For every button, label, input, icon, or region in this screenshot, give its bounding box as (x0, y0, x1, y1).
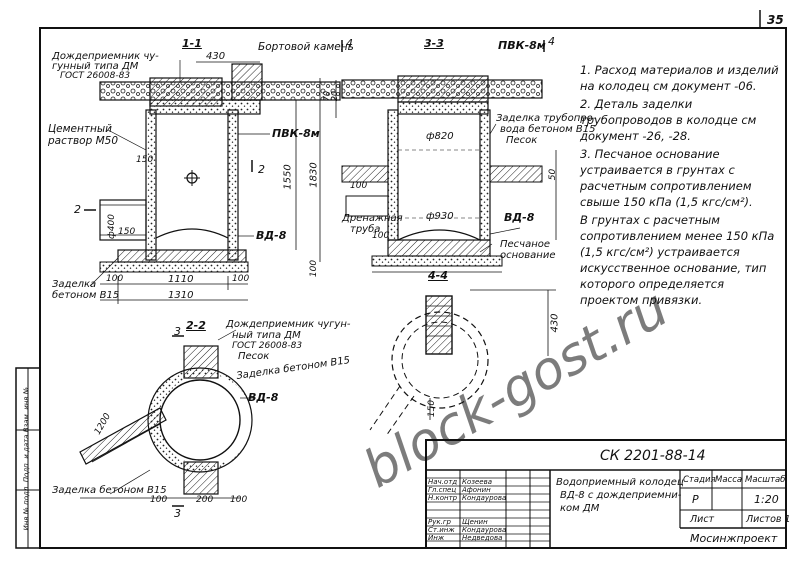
doc-title-1: Водоприемный колодец (556, 477, 684, 488)
dim-150: 150 (118, 227, 136, 237)
label-drain-2: труба (350, 224, 381, 235)
side-stamp-text: Инв.№ подл. Подп. и дата Взам. инв.№ (22, 386, 31, 531)
section-3-3 (341, 40, 557, 273)
cut-mark: 4 (548, 35, 555, 48)
cut-mark: 2 (258, 163, 265, 176)
label-drain-1: Дренажная (342, 213, 403, 224)
dim-100: 100 (232, 274, 250, 284)
dim-430: 430 (206, 51, 226, 62)
dim-200: 200 (196, 495, 214, 505)
note-item: 3. Песчаное основание устраивается в гру… (580, 147, 753, 209)
signer-name: Кондаурова (462, 526, 507, 534)
signer-role: Гл.спец (428, 486, 457, 494)
stamp-sheets: Листов 1 (746, 514, 791, 525)
dim-150: 150 (136, 155, 154, 165)
dim-ф930: ф930 (426, 211, 454, 222)
stamp-header-stage: Стадия (683, 475, 716, 485)
stamp-header-mass: Масса (715, 475, 743, 485)
label-sand-base-2: основание (500, 250, 556, 261)
dim-1310: 1310 (168, 290, 194, 301)
note-item: 2. Деталь заделки трубопроводов в колодц… (580, 97, 757, 143)
doc-code: СК 2201-88-14 (600, 448, 706, 464)
doc-title-3: ком ДМ (560, 503, 600, 514)
label-sand-base-1: Песчаное (500, 239, 551, 250)
section-2-2 (79, 329, 256, 507)
stamp-header-scale: Масштаб (745, 475, 786, 485)
dim-ф820: ф820 (426, 131, 454, 142)
signer-name: Недведова (462, 534, 503, 542)
section-1-1 (84, 40, 343, 304)
signer-name: Щенин (462, 518, 488, 526)
sheet-frame (39, 10, 787, 549)
signer-role: Рук.гр (428, 518, 451, 526)
dim-100: 100 (372, 231, 390, 241)
watermark: block-gost.ru (354, 278, 678, 500)
label-grate-3: ГОСТ 26008-83 (60, 71, 131, 81)
label-vd-2: ВД-8 (504, 211, 535, 224)
dim-20: 20 (330, 90, 340, 102)
dim-150: 150 (427, 399, 438, 418)
label-grate-1: Дождеприемник чу- (52, 51, 159, 62)
label-grate22-3: ГОСТ 26008-83 (232, 341, 303, 351)
label-cement-1: Цементный (48, 123, 112, 135)
dim-430: 430 (549, 313, 561, 333)
cut-mark: 2 (74, 203, 81, 216)
doc-title-2: ВД-8 с дождеприемни- (560, 490, 682, 501)
signer-role: Инж (428, 534, 445, 542)
stamp-scale: 1:20 (754, 493, 779, 506)
notes-block: 1. Расход материалов и изделий на колоде… (580, 62, 780, 310)
note-item: В грунтах с расчетным сопротивлением мен… (580, 213, 775, 307)
note-item: 1. Расход материалов и изделий на колоде… (580, 63, 779, 93)
label-grate22-1: Дождеприемник чугун- (226, 319, 351, 330)
label-pipe-embed-1: Заделка трубопро- (496, 113, 597, 124)
label-embed-2: бетоном В15 (52, 290, 120, 301)
dim-1830: 1830 (308, 162, 320, 188)
signer-name: Кондаурова (462, 494, 507, 502)
dim-1550: 1550 (282, 164, 294, 190)
cut-mark: 3 (174, 507, 181, 520)
label-grate22-2: ный типа ДМ (232, 330, 301, 341)
dim-100: 100 (309, 259, 320, 278)
label-embed22b: Заделка бетоном В15 (52, 485, 167, 496)
label-curb-stone: Бортовой камень (258, 41, 354, 53)
label-embed-1: Заделка (52, 279, 97, 290)
label-pipe-embed-2: вода бетоном В15 (500, 124, 596, 135)
dim-ф400: ф400 (106, 214, 117, 239)
label-sand: Песок (506, 135, 538, 146)
dim-1110: 1110 (168, 274, 194, 285)
stamp-org: Мосинжпроект (690, 532, 778, 545)
section-title-1-1: 1-1 (182, 37, 202, 50)
cut-mark: 4 (346, 37, 353, 50)
dim-100: 100 (150, 495, 168, 505)
cut-mark: 3 (174, 325, 181, 338)
section-4-4 (369, 289, 556, 437)
label-vd-3: ВД-8 (248, 391, 279, 404)
signer-role: Ст.инж (428, 526, 455, 534)
label-grate-2: гунный типа ДМ (52, 61, 139, 72)
signer-name: Козеева (462, 478, 493, 486)
section-title-4-4: 4-4 (428, 269, 448, 282)
section-title-2-2: 2-2 (186, 319, 206, 332)
signer-role: Н.контр (428, 494, 458, 502)
stamp-sheet: Лист (690, 514, 715, 525)
side-stamp (15, 367, 41, 549)
dim-100: 100 (230, 495, 248, 505)
section-title-3-3: 3-3 (424, 37, 444, 50)
label-pvk-2: ПВК-8м (498, 39, 546, 52)
signer-role: Нач.отд (428, 478, 458, 486)
dim-100: 100 (106, 274, 124, 284)
label-cement-2: раствор М50 (48, 135, 119, 147)
dim-50: 50 (548, 168, 559, 181)
title-block-lines (425, 439, 787, 549)
dim-100: 100 (350, 181, 368, 191)
label-sand22: Песок (238, 351, 270, 362)
label-vd-1: ВД-8 (256, 229, 287, 242)
page-number: 35 (767, 13, 784, 27)
stamp-stage: Р (692, 493, 699, 506)
label-pvk-1: ПВК-8м (272, 127, 320, 140)
signer-name: Афонин (462, 486, 491, 494)
